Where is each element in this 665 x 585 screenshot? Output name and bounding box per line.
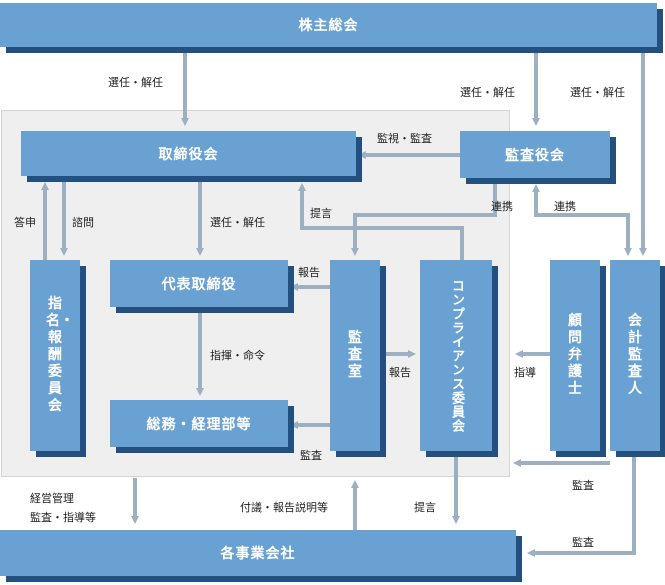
- audit-office-box: 監査室: [330, 260, 380, 451]
- arrow-auditors-auditoffice: [351, 183, 497, 256]
- label-elect-board: 選任・解任: [108, 76, 163, 89]
- compliance-box: コンプライアンス委員会: [420, 260, 492, 451]
- label-audit-subsidiaries: 監査: [572, 536, 594, 549]
- label-propose-subsidiaries: 提言: [414, 501, 436, 514]
- nomination-label: 指名・報酬委員会: [46, 296, 74, 414]
- label-mgmt-line2: 監査・指導等: [30, 511, 96, 524]
- general-affairs-box: 総務・経理部等: [110, 400, 288, 447]
- label-audit-panel: 監査: [572, 479, 594, 492]
- accountant-label: 会計監査人: [628, 313, 642, 397]
- shareholders-label: 株主総会: [298, 18, 359, 34]
- representative-label: 代表取締役: [161, 276, 237, 293]
- board-label: 取締役会: [158, 146, 219, 163]
- legal-advisor-box: 顧問弁護士: [550, 260, 600, 451]
- shareholders-box: 株主総会: [0, 3, 657, 47]
- audit-office-label: 監査室: [348, 330, 362, 380]
- label-link-right: 連携: [554, 200, 576, 213]
- label-elect-representative: 選任・解任: [210, 216, 265, 229]
- label-guide: 指導: [514, 366, 536, 379]
- label-elect-accountant: 選任・解任: [570, 86, 625, 99]
- label-report-compliance: 報告: [389, 366, 411, 379]
- label-report-representative: 報告: [298, 266, 320, 279]
- label-agenda: 付議・報告説明等: [240, 501, 328, 514]
- label-report-answer: 答申: [14, 216, 36, 229]
- label-monitor: 監視・監査: [377, 132, 432, 145]
- subsidiaries-box: 各事業会社: [0, 530, 516, 576]
- general-affairs-label: 総務・経理部等: [146, 416, 252, 433]
- auditors-board-label: 監査役会: [505, 147, 565, 164]
- representative-box: 代表取締役: [110, 260, 288, 307]
- board-box: 取締役会: [21, 131, 356, 176]
- label-consult: 諮問: [72, 216, 94, 229]
- auditors-board-box: 監査役会: [460, 131, 610, 178]
- arrow-compliance-board: [298, 183, 464, 260]
- compliance-label: コンプライアンス委員会: [449, 278, 464, 433]
- arrow-accountant-subsidiaries: [527, 450, 636, 557]
- label-instruct-order: 指揮・命令: [210, 349, 265, 362]
- label-mgmt-line1: 経営管理: [30, 492, 74, 505]
- label-link-left: 連携: [491, 200, 513, 213]
- legal-advisor-label: 顧問弁護士: [568, 313, 582, 397]
- label-propose-board: 提言: [310, 207, 332, 220]
- subsidiaries-label: 各事業会社: [220, 546, 296, 562]
- label-audit-general: 監査: [300, 449, 322, 462]
- arrow-auditors-accountant: [536, 213, 632, 256]
- label-elect-auditors: 選任・解任: [460, 86, 515, 99]
- nomination-box: 指名・報酬委員会: [30, 260, 80, 451]
- accountant-box: 会計監査人: [610, 260, 660, 451]
